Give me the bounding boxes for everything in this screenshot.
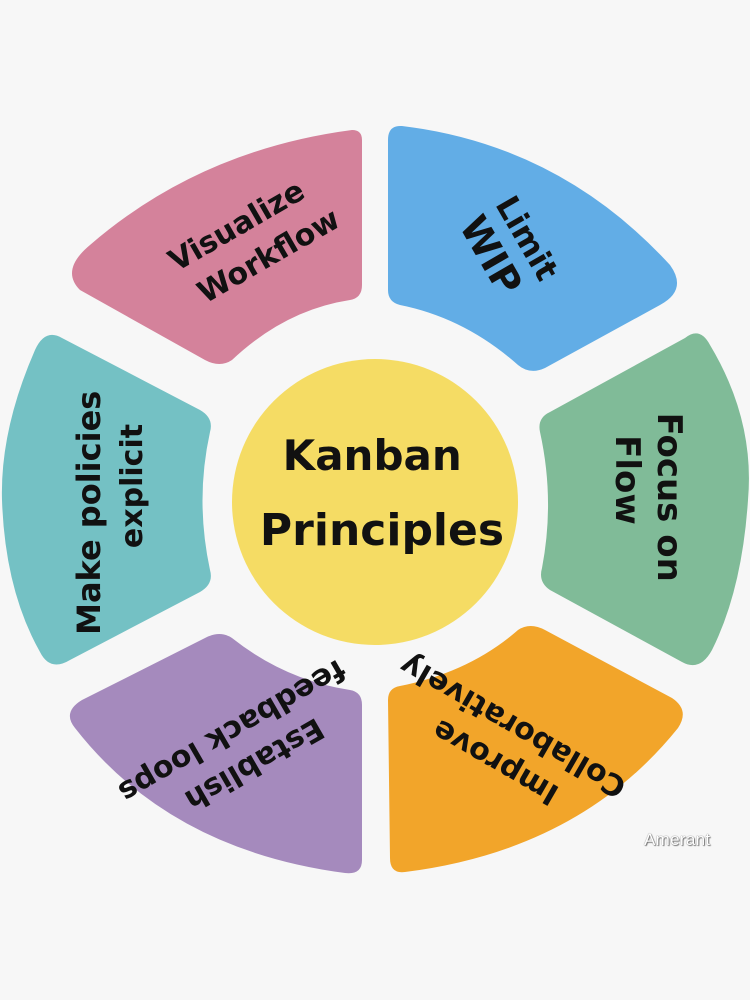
- center-hub: Kanban Principles: [232, 359, 518, 645]
- segment-shape: [388, 125, 678, 371]
- artist-credit: Amerant: [644, 830, 711, 849]
- segment-establish-feedback-loops: Establish feedback loops: [69, 634, 362, 874]
- segment-make-policies-explicit: Make policies explicit: [1, 334, 211, 665]
- segment-shape: [539, 333, 749, 666]
- segment-improve-collaboratively: Improve Collaboratively: [388, 626, 683, 873]
- center-title: Kanban Principles: [260, 431, 504, 556]
- segment-focus-on-flow: Focus on Flow: [539, 333, 749, 666]
- segment-limit-wip: Limit WIP: [388, 125, 678, 371]
- segment-label: Make policies explicit: [70, 385, 150, 635]
- segment-shape: [69, 634, 362, 874]
- segment-shape: [72, 130, 362, 364]
- segment-shape: [1, 334, 211, 665]
- segment-shape: [388, 626, 683, 873]
- segment-visualize-workflow: Visualize Workflow: [72, 130, 362, 364]
- segment-label: Focus on Flow: [607, 413, 689, 588]
- center-circle: [232, 359, 518, 645]
